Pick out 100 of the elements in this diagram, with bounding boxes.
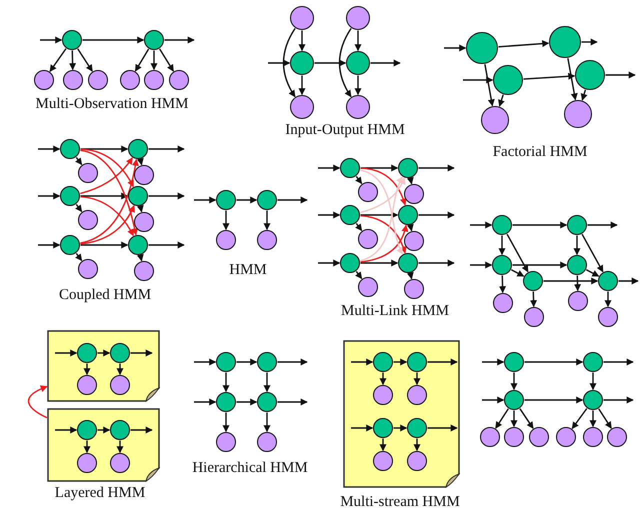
arrow — [98, 350, 110, 356]
state-node — [216, 352, 236, 372]
arrow — [506, 234, 529, 272]
arrow — [418, 164, 455, 172]
state-node — [504, 390, 524, 410]
arrow — [498, 236, 506, 256]
arrow — [588, 222, 618, 228]
arrow — [510, 372, 518, 390]
arrow — [236, 358, 258, 366]
state-node — [60, 186, 80, 206]
state-node — [523, 271, 543, 291]
arrow — [80, 242, 128, 248]
note-card — [47, 408, 160, 482]
observation-node — [78, 163, 98, 183]
state-node — [60, 139, 80, 159]
observation-node — [63, 70, 83, 90]
arrow — [130, 426, 153, 434]
observation-node — [524, 307, 544, 327]
arrow — [38, 146, 60, 152]
state-node — [290, 51, 314, 75]
arrow — [418, 212, 455, 218]
observation-node — [257, 432, 277, 452]
observation-node — [134, 212, 154, 232]
arrow — [567, 58, 578, 100]
observation-node — [404, 279, 424, 299]
arrow — [148, 242, 185, 248]
arrow — [222, 372, 230, 392]
arrow — [268, 60, 290, 66]
arrow — [428, 358, 458, 366]
observation-node — [346, 6, 370, 30]
arrow — [360, 260, 398, 266]
arrow — [298, 30, 306, 52]
arrow — [581, 234, 604, 272]
arrow — [69, 50, 76, 70]
observation-node — [257, 230, 277, 250]
arrow — [236, 196, 258, 204]
arrow — [136, 254, 144, 262]
arrow — [49, 48, 67, 72]
observation-node — [358, 182, 378, 202]
caption: Coupled HMM — [58, 287, 152, 303]
arrow — [194, 398, 216, 406]
arrow — [604, 396, 634, 404]
arrow — [354, 30, 362, 52]
state-node — [144, 30, 164, 50]
arrow — [590, 372, 596, 390]
arrow — [530, 291, 538, 308]
arrow — [414, 438, 420, 452]
arrow — [414, 372, 420, 386]
observation-node — [120, 70, 140, 90]
arrow — [574, 275, 582, 292]
arrow — [355, 176, 362, 184]
state-node — [567, 215, 587, 235]
observation-node — [346, 95, 370, 119]
arrow — [222, 412, 230, 432]
caption: Input-Output HMM — [285, 122, 405, 138]
observation-node — [358, 229, 378, 249]
arrow — [380, 438, 386, 452]
note-card — [47, 330, 160, 402]
note-card — [343, 340, 460, 488]
observation-node — [598, 307, 618, 327]
arrow — [355, 270, 362, 280]
state-node — [257, 352, 277, 372]
caption: Layered HMM — [54, 485, 146, 501]
arrow — [418, 260, 455, 266]
observation-node — [216, 432, 236, 452]
arrow — [499, 275, 506, 294]
arrow — [498, 94, 505, 107]
caption: Factorial HMM — [492, 144, 588, 160]
state-node — [398, 158, 418, 178]
observation-node — [404, 184, 424, 204]
arrow — [80, 158, 139, 244]
arrow — [360, 212, 398, 218]
state-node — [60, 235, 80, 255]
arrow — [406, 272, 414, 280]
arrow — [80, 157, 133, 194]
arrow — [482, 358, 504, 366]
arrow — [236, 398, 258, 406]
arrow — [360, 224, 408, 263]
arrow — [544, 278, 598, 284]
state-node — [398, 253, 418, 273]
arrow — [278, 196, 308, 204]
arrow — [148, 146, 185, 152]
caption: Multi-stream HMM — [340, 494, 460, 510]
state-node — [128, 235, 148, 255]
arrow — [84, 440, 90, 454]
arrow — [463, 76, 494, 84]
arrow — [498, 40, 550, 48]
arrow — [80, 192, 128, 200]
arrow — [519, 408, 534, 429]
arrow — [264, 210, 270, 230]
arrow — [482, 396, 504, 404]
arrow — [38, 192, 60, 200]
arrow — [264, 372, 270, 392]
arrow — [598, 408, 612, 429]
arrow — [194, 196, 216, 204]
arrow — [130, 350, 153, 356]
observation-node — [583, 427, 603, 447]
arrow — [134, 48, 150, 72]
arrow — [574, 236, 580, 256]
observation-node — [78, 259, 98, 279]
